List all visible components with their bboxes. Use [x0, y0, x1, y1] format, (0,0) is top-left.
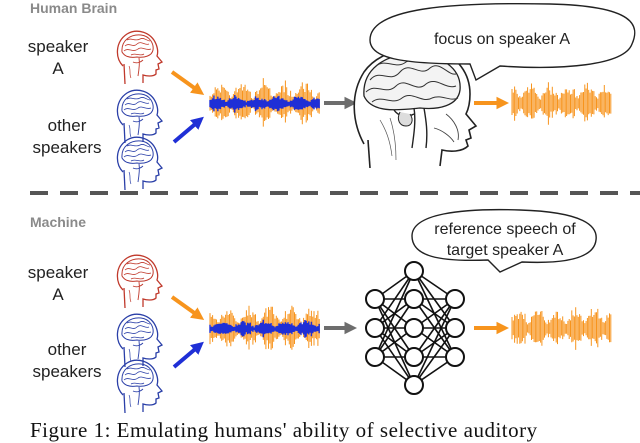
mixture-waveform	[209, 78, 320, 127]
nn-connection	[374, 270, 415, 358]
nn-connection	[413, 298, 456, 358]
target-speech-waveform	[511, 82, 612, 125]
other-speaker-head-icon	[116, 136, 163, 191]
bubble-text-line1: reference speech of	[434, 221, 576, 238]
nn-connection	[374, 270, 415, 329]
waveform-trace	[209, 95, 320, 113]
other-speaker-head-icon	[116, 359, 163, 414]
speaker-a-head-icon	[116, 254, 163, 309]
nn-node	[404, 261, 424, 281]
bubble-text-line2: target speaker A	[447, 242, 564, 259]
other-speaker-head-icon	[116, 89, 163, 144]
figure-caption: Figure 1: Emulating humans' ability of s…	[30, 418, 538, 442]
nn-node	[445, 289, 465, 309]
waveform-trace	[511, 82, 612, 125]
thought-bubble	[369, 2, 636, 82]
nn-connection	[413, 298, 456, 386]
thought-bubble	[411, 208, 597, 273]
nn-node	[445, 318, 465, 338]
speaker-a-label-line2: A	[52, 285, 64, 304]
nn-node	[404, 318, 424, 338]
target-speech-arrow	[170, 295, 205, 320]
interference-speech-arrow	[172, 116, 204, 144]
speaker-a-label-line2: A	[52, 59, 64, 78]
nn-connection	[374, 298, 415, 358]
section-title-machine: Machine	[30, 214, 86, 230]
nn-node	[404, 289, 424, 309]
nn-connection	[413, 327, 456, 386]
speaker-a-head-icon	[116, 30, 163, 85]
bubble-text: focus on speaker A	[434, 31, 570, 48]
nn-node	[445, 347, 465, 367]
other-speakers-label-line1: other	[48, 116, 87, 135]
speaker-a-label-line1: speaker	[28, 263, 89, 282]
nn-node	[404, 375, 424, 395]
other-speakers-label-line1: other	[48, 340, 87, 359]
target-speech-arrow	[170, 70, 205, 95]
human-head-sketch	[353, 47, 477, 169]
nn-node	[365, 318, 385, 338]
waveform-trace	[209, 319, 320, 338]
nn-node	[365, 289, 385, 309]
nn-node	[365, 347, 385, 367]
other-speakers-label-line2: speakers	[33, 138, 102, 157]
target-speech-waveform	[511, 307, 612, 350]
section-title-human: Human Brain	[30, 0, 117, 16]
nn-node	[404, 347, 424, 367]
neural-network-icon	[365, 261, 465, 395]
other-speakers-label-line2: speakers	[33, 362, 102, 381]
speaker-a-label-line1: speaker	[28, 37, 89, 56]
interference-speech-arrow	[172, 341, 204, 369]
waveform-trace	[511, 307, 612, 350]
other-speaker-head-icon	[116, 313, 163, 368]
mixture-waveform	[209, 305, 320, 350]
